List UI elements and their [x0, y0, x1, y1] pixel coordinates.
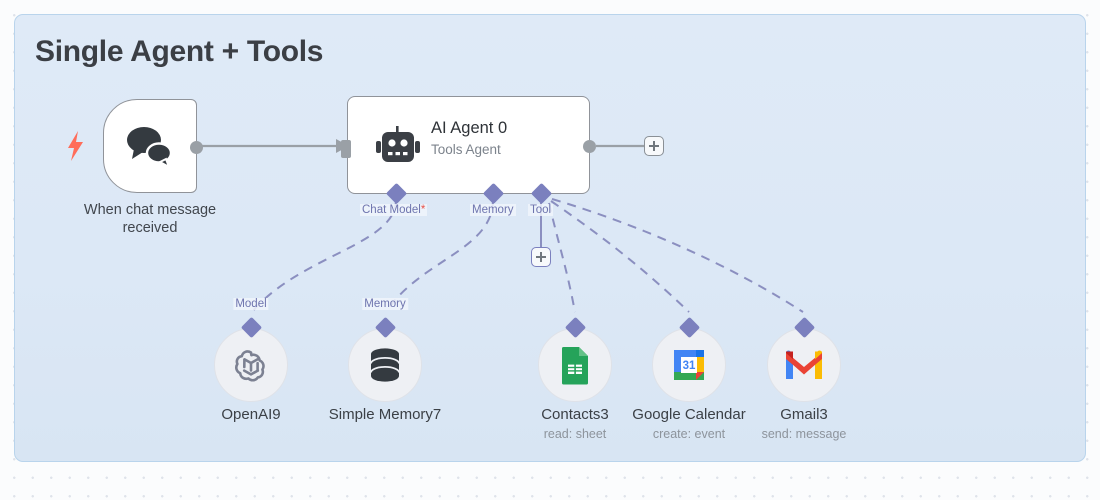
- connector-label-model: Model: [233, 298, 269, 310]
- node-ai-agent[interactable]: AI Agent 0 Tools Agent: [341, 96, 596, 194]
- gmail-icon: [786, 350, 822, 379]
- google-calendar-icon: 31: [674, 350, 704, 380]
- node-label-openai: OpenAI9: [221, 406, 281, 423]
- agent-text-block: AI Agent 0 Tools Agent: [431, 119, 507, 157]
- agent-title: AI Agent 0: [431, 119, 508, 137]
- node-label-google-calendar: Google Calendar: [632, 406, 746, 423]
- node-contacts[interactable]: Contacts3 read: sheet: [538, 316, 612, 441]
- add-node-button-main[interactable]: [644, 136, 664, 156]
- node-sublabel-gmail: send: message: [761, 427, 847, 441]
- trigger-label-line2: received: [122, 220, 178, 236]
- agent-output-port[interactable]: [583, 140, 596, 153]
- openai-icon: [235, 350, 265, 382]
- contacts-node-circle[interactable]: [538, 328, 612, 402]
- gmail-node-circle[interactable]: [767, 328, 841, 402]
- node-label-simple-memory: Simple Memory7: [328, 406, 442, 423]
- edge-tool-to-contacts: [548, 202, 576, 313]
- agent-input-port[interactable]: [341, 140, 351, 158]
- edge-chatmodel-to-openai: [251, 199, 397, 313]
- database-icon: [370, 348, 400, 382]
- node-label-contacts: Contacts3: [541, 406, 609, 423]
- node-gmail[interactable]: Gmail3 send: message: [762, 316, 846, 441]
- node-google-calendar[interactable]: 31 Google Calendar create: event: [632, 316, 746, 441]
- trigger-label-line1: When chat message: [83, 202, 217, 218]
- edge-tool-to-gmail: [551, 198, 804, 313]
- node-openai[interactable]: Model OpenAI9: [214, 298, 288, 423]
- google-calendar-node-circle[interactable]: 31: [652, 328, 726, 402]
- required-marker: *: [420, 204, 426, 216]
- robot-icon: [376, 126, 420, 162]
- svg-text:31: 31: [683, 360, 696, 372]
- agent-subtitle: Tools Agent: [431, 142, 501, 157]
- edge-memory-to-simplememory: [385, 199, 494, 313]
- node-simple-memory[interactable]: Memory Simple Memory7: [329, 298, 441, 423]
- edge-tool-to-calendar: [550, 200, 690, 313]
- node-label-gmail: Gmail3: [780, 406, 828, 423]
- connector-label-memory: Memory: [470, 204, 516, 216]
- add-tool-button[interactable]: [531, 247, 551, 267]
- openai-node-circle[interactable]: [214, 328, 288, 402]
- node-label-trigger: When chat message received: [60, 201, 240, 237]
- page-title: Single Agent + Tools: [35, 35, 324, 68]
- connector-label-tool: Tool: [528, 204, 554, 216]
- node-when-chat-message-received[interactable]: [103, 99, 203, 193]
- google-sheets-icon: [562, 347, 588, 385]
- connector-label-chat-model: Chat Model*: [360, 204, 428, 216]
- connector-label-memory-sub: Memory: [362, 298, 408, 310]
- simple-memory-node-circle[interactable]: [348, 328, 422, 402]
- node-sublabel-google-calendar: create: event: [652, 427, 726, 441]
- lightning-bolt-icon: [68, 131, 83, 161]
- node-sublabel-contacts: read: sheet: [543, 427, 607, 441]
- chat-bubbles-icon: [127, 127, 173, 169]
- trigger-output-port[interactable]: [190, 141, 203, 154]
